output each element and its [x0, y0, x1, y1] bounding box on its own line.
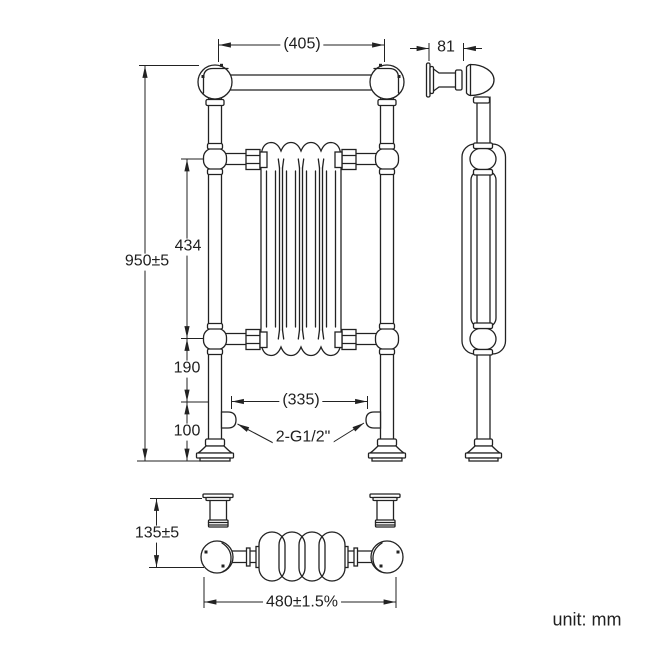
dim-radiator-height-label: 434 [171, 238, 205, 256]
dim-overall-width-label: 480±1.5% [263, 594, 341, 612]
dim-wall-distance-label: 81 [434, 39, 458, 57]
dim-top-width-label: (405) [280, 36, 324, 54]
plan-view-drawing [200, 493, 404, 582]
dim-inlet-height-label: 100 [170, 423, 204, 441]
thread-size-label: 2-G1/2" [272, 429, 334, 447]
dim-lower-gap-label: 190 [170, 360, 204, 378]
dim-inlet-spacing-label: (335) [279, 392, 323, 410]
dim-overall-height-label: 950±5 [121, 253, 173, 271]
front-view-drawing [195, 63, 407, 462]
side-view-drawing [425, 62, 507, 462]
unit-note: unit: mm [552, 609, 622, 631]
dim-depth-label: 135±5 [131, 525, 183, 543]
